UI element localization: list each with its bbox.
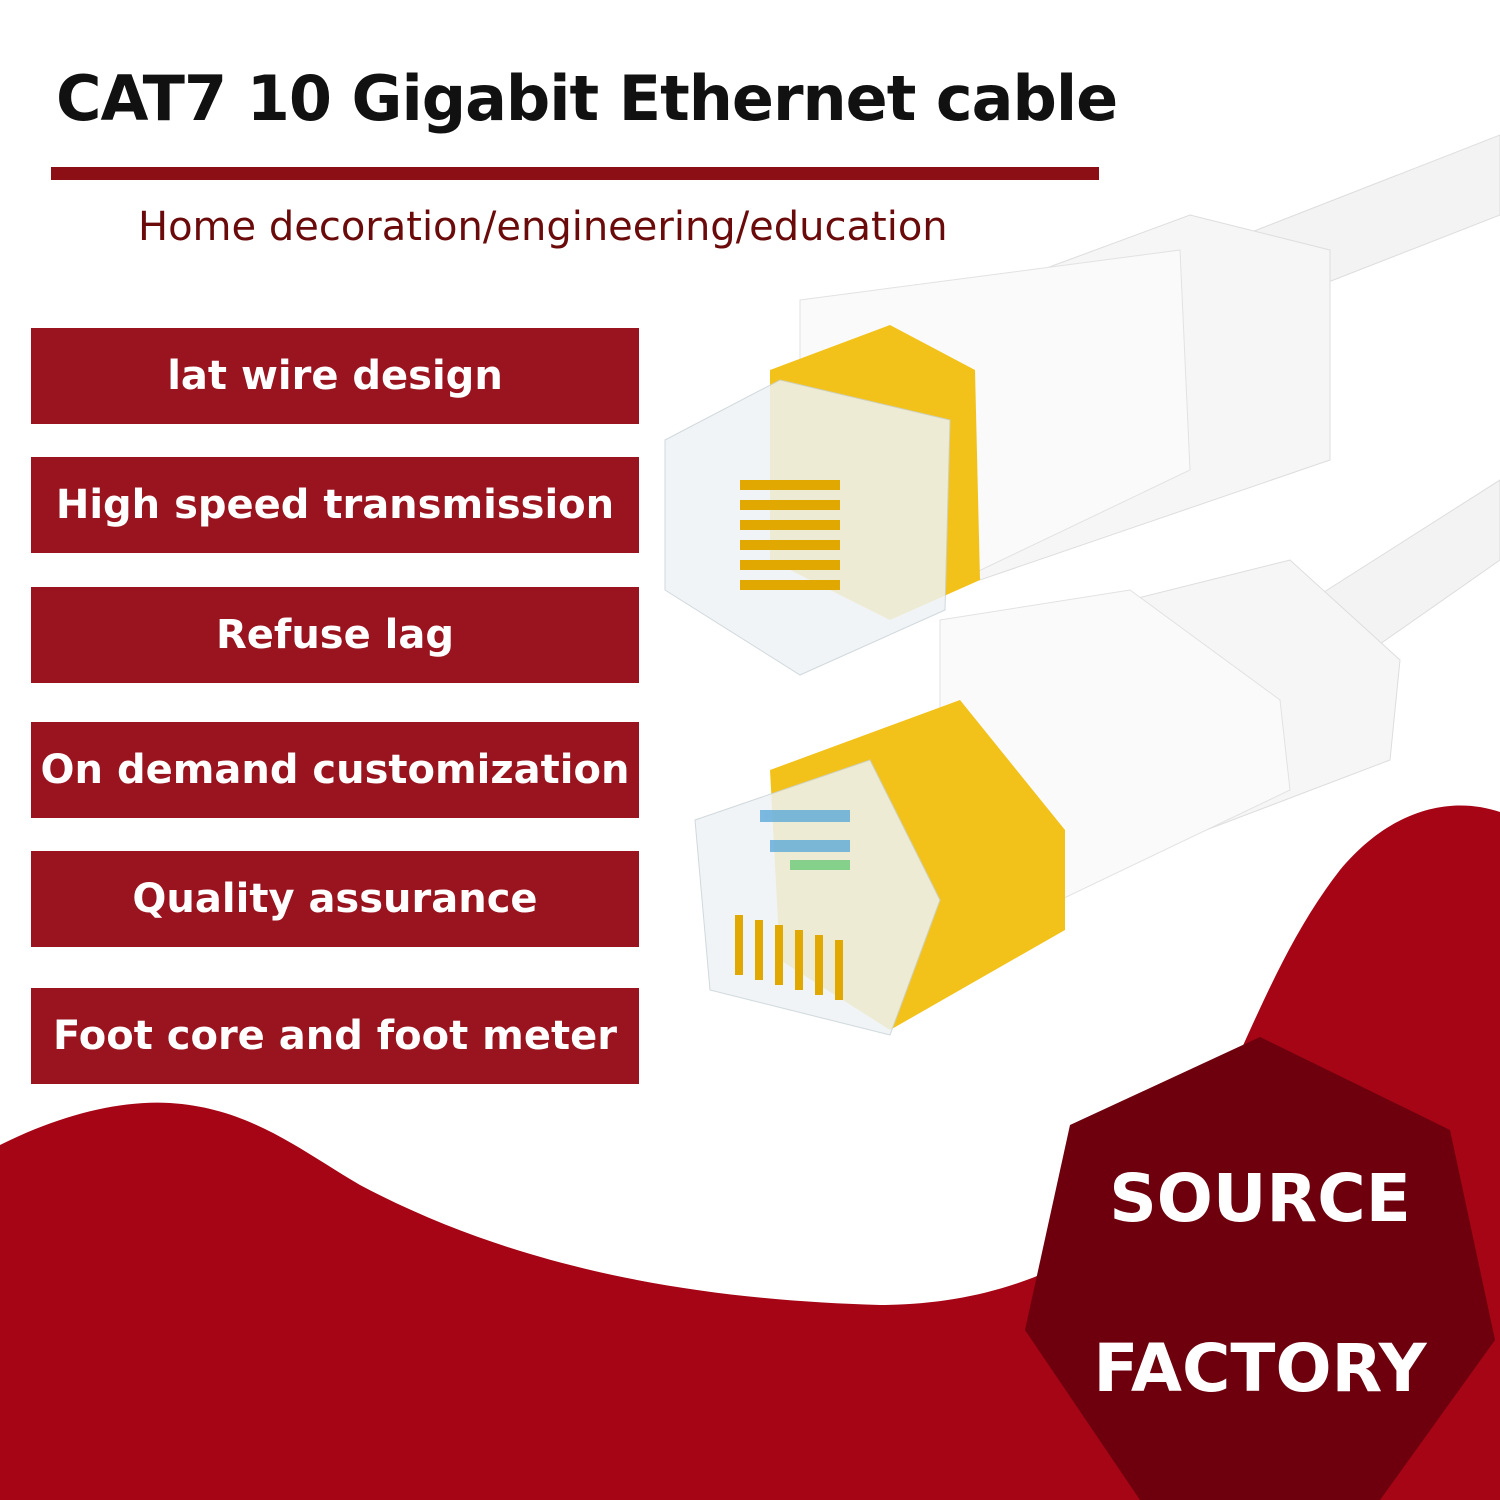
feature-label: Foot core and foot meter	[31, 988, 639, 1084]
subtitle: Home decoration/engineering/education	[138, 204, 948, 250]
page-title: CAT7 10 Gigabit Ethernet cable	[56, 62, 1118, 135]
badge-line-1: SOURCE	[1109, 1160, 1411, 1237]
feature-label: Refuse lag	[31, 587, 639, 683]
feature-label: Quality assurance	[31, 851, 639, 947]
badge-line-2: FACTORY	[1093, 1330, 1427, 1407]
badge-hexagon	[1025, 1037, 1495, 1500]
feature-label: On demand customization	[31, 722, 639, 818]
feature-label: lat wire design	[31, 328, 639, 424]
feature-label: High speed transmission	[31, 457, 639, 553]
title-underline	[51, 167, 1099, 180]
cable-product-image	[664, 134, 1500, 1036]
